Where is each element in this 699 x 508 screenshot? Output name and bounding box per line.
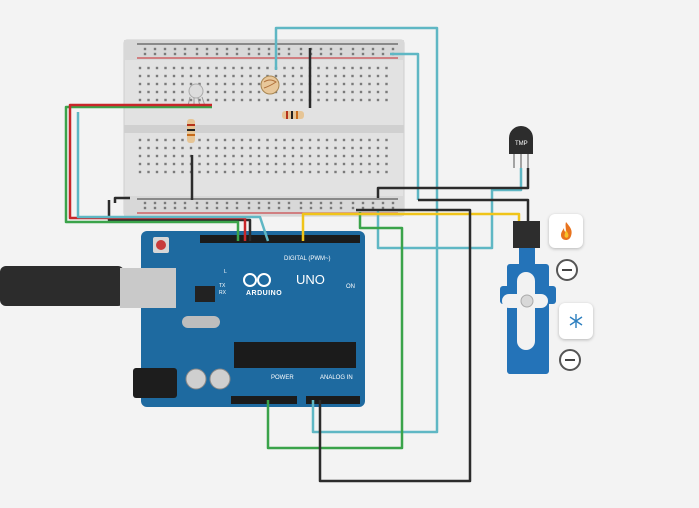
wire-black bbox=[418, 198, 530, 221]
usb-cable bbox=[0, 266, 124, 306]
wire-black bbox=[107, 200, 252, 241]
temperature-sensor[interactable] bbox=[509, 126, 533, 168]
resistor-horizontal[interactable] bbox=[282, 111, 304, 119]
atmega-chip bbox=[234, 342, 356, 368]
wire-black bbox=[318, 208, 472, 483]
wire-red bbox=[68, 103, 247, 241]
power-jack bbox=[133, 368, 177, 398]
power-header bbox=[231, 396, 297, 404]
digital-header bbox=[200, 235, 360, 243]
wire-black bbox=[376, 168, 530, 198]
breadboard[interactable] bbox=[123, 39, 405, 217]
wire-yellow bbox=[301, 212, 521, 241]
servo-motor[interactable] bbox=[500, 221, 556, 374]
wire-teal bbox=[76, 112, 270, 242]
wires bbox=[64, 26, 530, 483]
arduino-uno-board[interactable] bbox=[0, 231, 365, 407]
wire-green bbox=[266, 212, 404, 450]
cold-hint-bubble[interactable] bbox=[559, 303, 593, 339]
voltage-regulator bbox=[195, 286, 215, 302]
wire-black bbox=[113, 196, 130, 203]
decrease-cold-button[interactable] bbox=[559, 349, 581, 371]
heat-hint-bubble[interactable] bbox=[549, 214, 583, 248]
resistor-vertical[interactable] bbox=[187, 119, 195, 143]
photoresistor[interactable] bbox=[260, 75, 280, 95]
crystal bbox=[182, 316, 220, 328]
snowflake-icon bbox=[569, 314, 583, 328]
servo-connector bbox=[513, 221, 540, 248]
wire-teal bbox=[376, 168, 523, 250]
usb-connector bbox=[120, 268, 176, 308]
breadboard-holes bbox=[138, 47, 395, 210]
analog-header bbox=[306, 396, 360, 404]
decrease-heat-button[interactable] bbox=[556, 259, 578, 281]
arduino-logo bbox=[243, 273, 271, 287]
flame-icon bbox=[561, 222, 572, 240]
wire-teal bbox=[390, 52, 420, 200]
wire-green bbox=[64, 105, 240, 241]
wire-teal bbox=[274, 26, 439, 434]
servo-horn[interactable] bbox=[517, 272, 535, 350]
